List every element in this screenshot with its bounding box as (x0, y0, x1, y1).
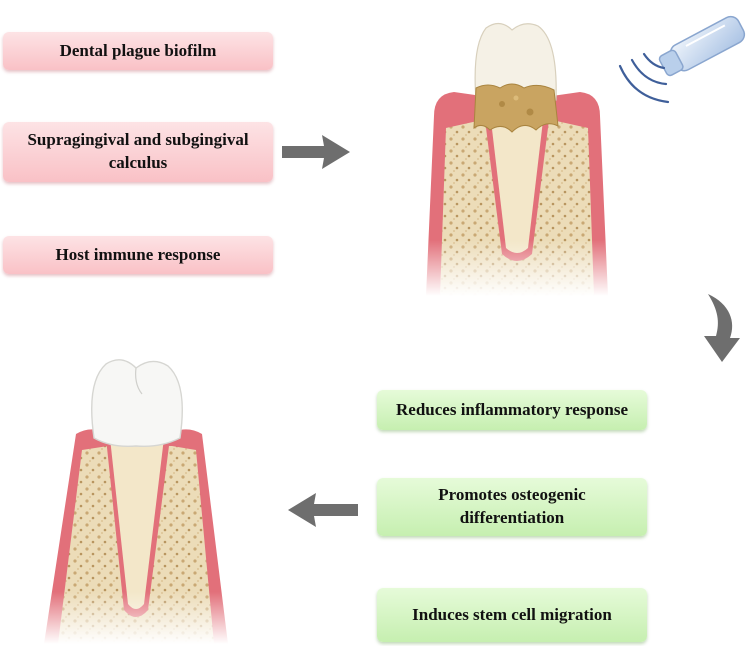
healthy-tooth-illustration (24, 354, 244, 644)
effect-label: Induces stem cell migration (412, 604, 612, 624)
cause-label: Supragingival and subgingival calculus (27, 130, 249, 172)
cause-box-calculus: Supragingival and subgingival calculus (3, 122, 273, 182)
effect-box-migration: Induces stem cell migration (377, 588, 647, 642)
effect-box-osteogenic: Promotes osteogenic differentiation (377, 478, 647, 536)
ultrasound-probe-icon (618, 15, 746, 104)
cause-box-biofilm: Dental plague biofilm (3, 32, 273, 70)
cause-box-immune: Host immune response (3, 236, 273, 274)
arrow-left-icon (288, 493, 358, 527)
effect-label: Promotes osteogenic differentiation (438, 485, 586, 527)
curved-arrow-icon (704, 294, 740, 362)
diseased-tooth-illustration (412, 16, 622, 296)
cause-label: Host immune response (55, 244, 221, 264)
arrow-right-icon (282, 135, 350, 169)
cause-label: Dental plague biofilm (59, 40, 217, 60)
effect-label: Reduces inflammatory response (396, 399, 628, 419)
effect-box-inflammation: Reduces inflammatory response (377, 390, 647, 430)
